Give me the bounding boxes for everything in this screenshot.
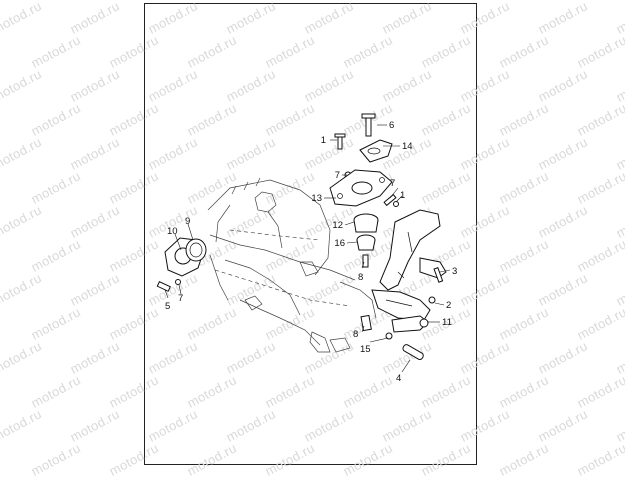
callout-13: 13	[311, 193, 322, 204]
callout-1-right: 1	[400, 190, 405, 201]
rubber-mount	[353, 213, 379, 268]
callout-3: 3	[452, 266, 457, 277]
callout-4: 4	[396, 373, 401, 384]
mount-plate	[329, 169, 393, 207]
callout-6: 6	[389, 120, 394, 131]
callout-14: 14	[402, 141, 413, 152]
right-bolt	[383, 193, 399, 207]
callout-1-top: 1	[321, 135, 326, 146]
left-mount	[156, 237, 207, 292]
leader-lines	[164, 124, 451, 373]
callout-labels: 1 6 14 7 7 13 1 12 16 8 9 10 3 5 7 2 11 …	[165, 120, 457, 384]
callout-12: 12	[332, 220, 343, 231]
engine-outline	[207, 177, 377, 353]
parts-diagram: 1 6 14 7 7 13 1 12 16 8 9 10 3 5 7 2 11 …	[156, 113, 457, 384]
callout-7-right: 7	[390, 178, 395, 189]
callout-2: 2	[446, 300, 451, 311]
callout-8-lower: 8	[353, 329, 358, 340]
callout-7-top: 7	[335, 170, 340, 181]
callout-10: 10	[167, 226, 178, 237]
callout-7-left: 7	[178, 293, 183, 304]
top-bracket	[334, 113, 393, 179]
right-mount-arm	[371, 209, 447, 321]
callout-8-upper: 8	[358, 272, 363, 283]
callout-15: 15	[360, 344, 371, 355]
callout-5: 5	[165, 301, 170, 312]
callout-16: 16	[334, 238, 345, 249]
callout-9: 9	[185, 216, 190, 227]
callout-11: 11	[442, 317, 452, 328]
